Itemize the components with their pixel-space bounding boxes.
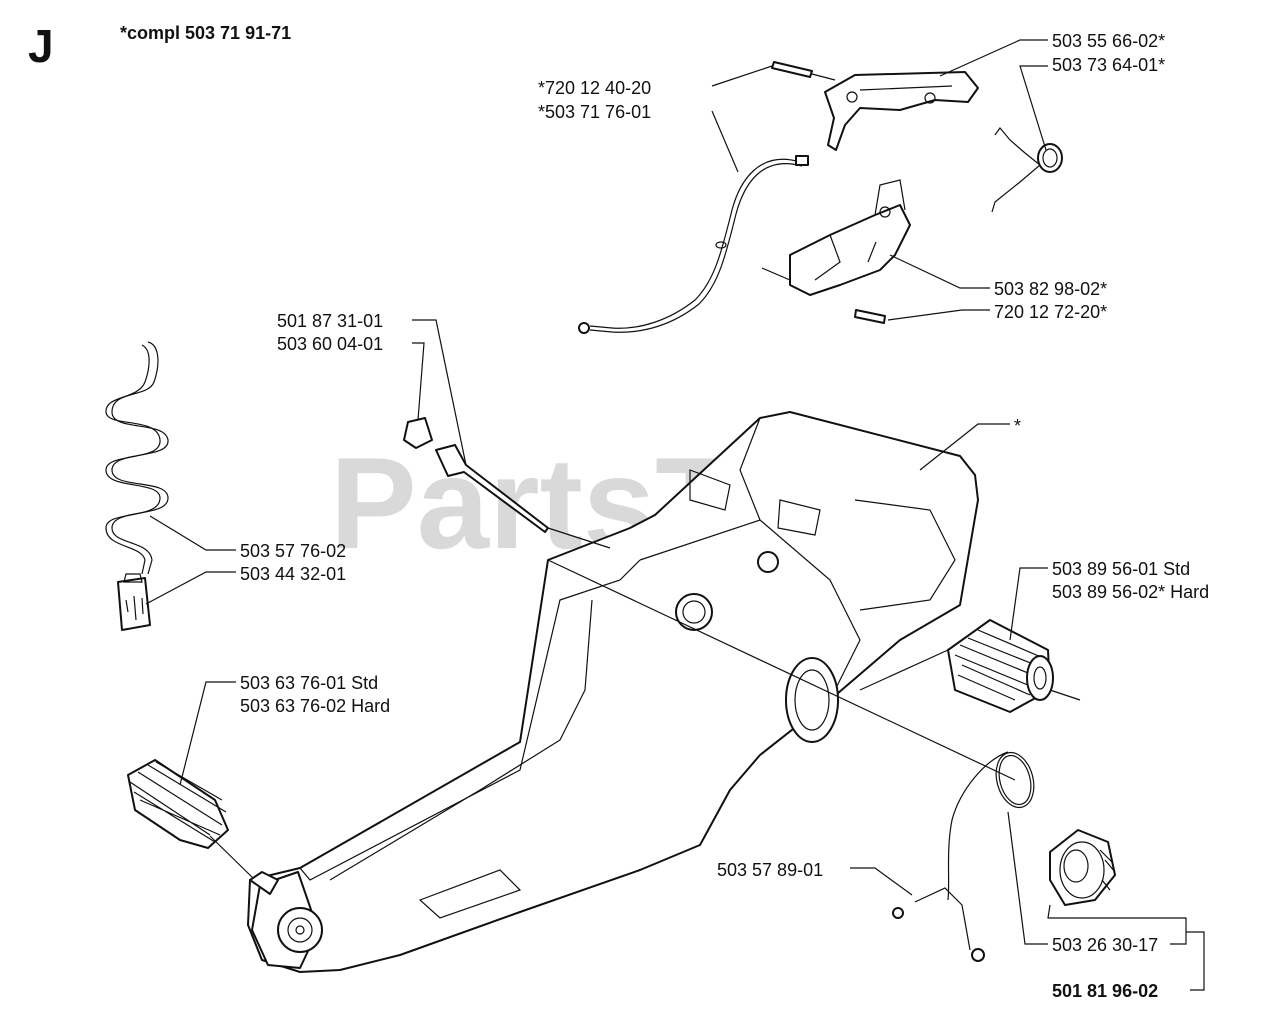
label-503-26-30-17: 503 26 30-17 [1052,935,1158,955]
throttle-trigger [824,71,979,151]
label-720-12-40-20: *720 12 40-20 [538,78,651,98]
leader-lines [145,39,1205,991]
crankcase-housing [247,411,979,973]
throttle-cable [578,155,809,334]
label-503-71-76-01: *503 71 76-01 [538,102,651,122]
label-503-89-56-02: 503 89 56-02* Hard [1052,582,1209,602]
label-501-81-96-02: 501 81 96-02 [1052,981,1158,1001]
throttle-lockout [761,179,911,296]
label-503-55-66-02: 503 55 66-02* [1052,31,1165,51]
filter-element [403,417,433,449]
section-letter: J [28,20,54,72]
av-spring-rear [947,619,1054,713]
label-501-87-31-01: 501 87 31-01 [277,311,383,331]
label-503-44-32-01: 503 44 32-01 [240,564,346,584]
label-503-63-76-01: 503 63 76-01 Std [240,673,378,693]
tank-cap [1049,829,1116,906]
label-503-63-76-02: 503 63 76-02 Hard [240,696,390,716]
header-note: *compl 503 71 91-71 [120,23,291,43]
label-503-57-89-01: 503 57 89-01 [717,860,823,880]
part-labels: 503 55 66-02* 503 73 64-01* *720 12 40-2… [240,31,1209,1001]
trigger-spring [991,127,1063,213]
vent-nipple [435,444,549,533]
lockout-pin [854,309,886,324]
label-503-82-98-02: 503 82 98-02* [994,279,1107,299]
retaining-strap [892,751,1009,962]
fuel-filter [117,573,151,631]
label-asterisk: * [1014,416,1021,436]
label-503-57-76-02: 503 57 76-02 [240,541,346,561]
fuel-hose [105,341,169,575]
label-503-73-64-01: 503 73 64-01* [1052,55,1165,75]
av-spring-front [127,759,229,849]
trigger-pin [771,61,836,81]
label-503-89-56-01: 503 89 56-01 Std [1052,559,1190,579]
label-720-12-72-20: 720 12 72-20* [994,302,1107,322]
o-ring [995,751,1035,809]
label-503-60-04-01: 503 60 04-01 [277,334,383,354]
